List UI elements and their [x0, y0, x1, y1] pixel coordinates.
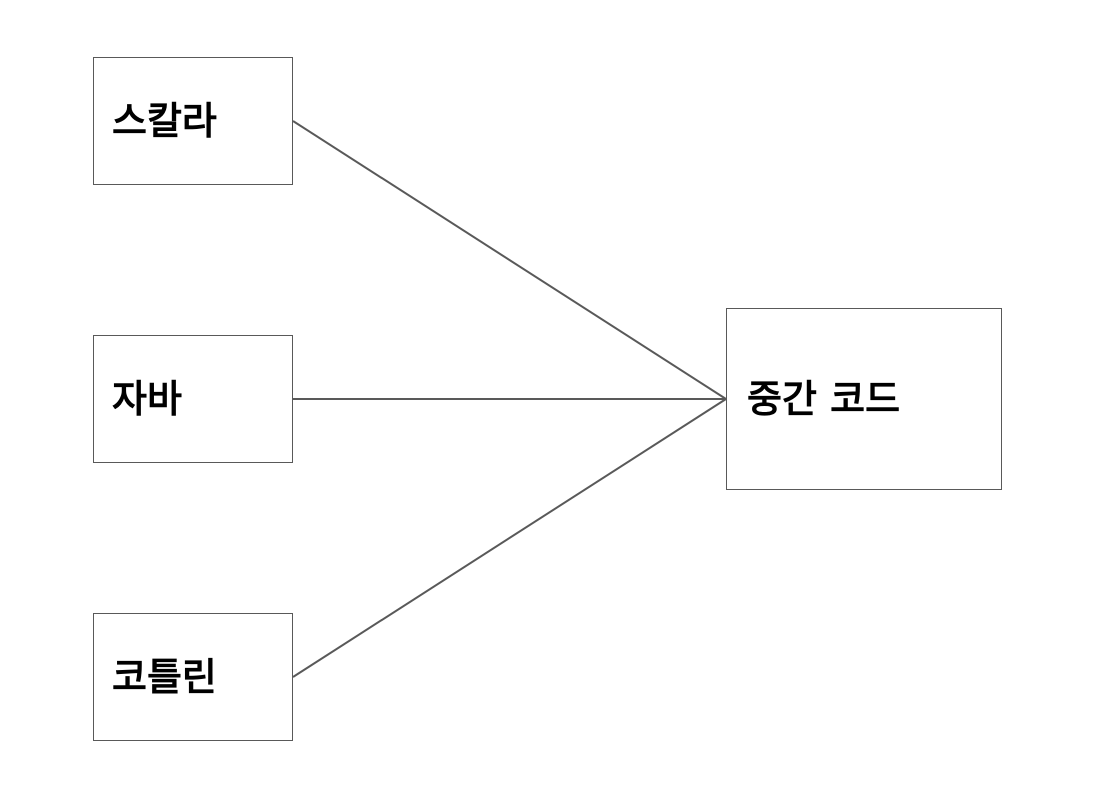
node-kotlin-label: 코틀린: [112, 655, 217, 699]
node-intermediate-code-label: 중간 코드: [747, 377, 901, 421]
edge-scala-to-intermediate-code: [292, 120, 727, 400]
node-java-label: 자바: [112, 377, 182, 421]
node-kotlin: 코틀린: [93, 613, 293, 741]
node-intermediate-code: 중간 코드: [726, 308, 1002, 490]
node-java: 자바: [93, 335, 293, 463]
node-scala: 스칼라: [93, 57, 293, 185]
node-scala-label: 스칼라: [112, 99, 217, 143]
edge-kotlin-to-intermediate-code: [292, 398, 727, 678]
